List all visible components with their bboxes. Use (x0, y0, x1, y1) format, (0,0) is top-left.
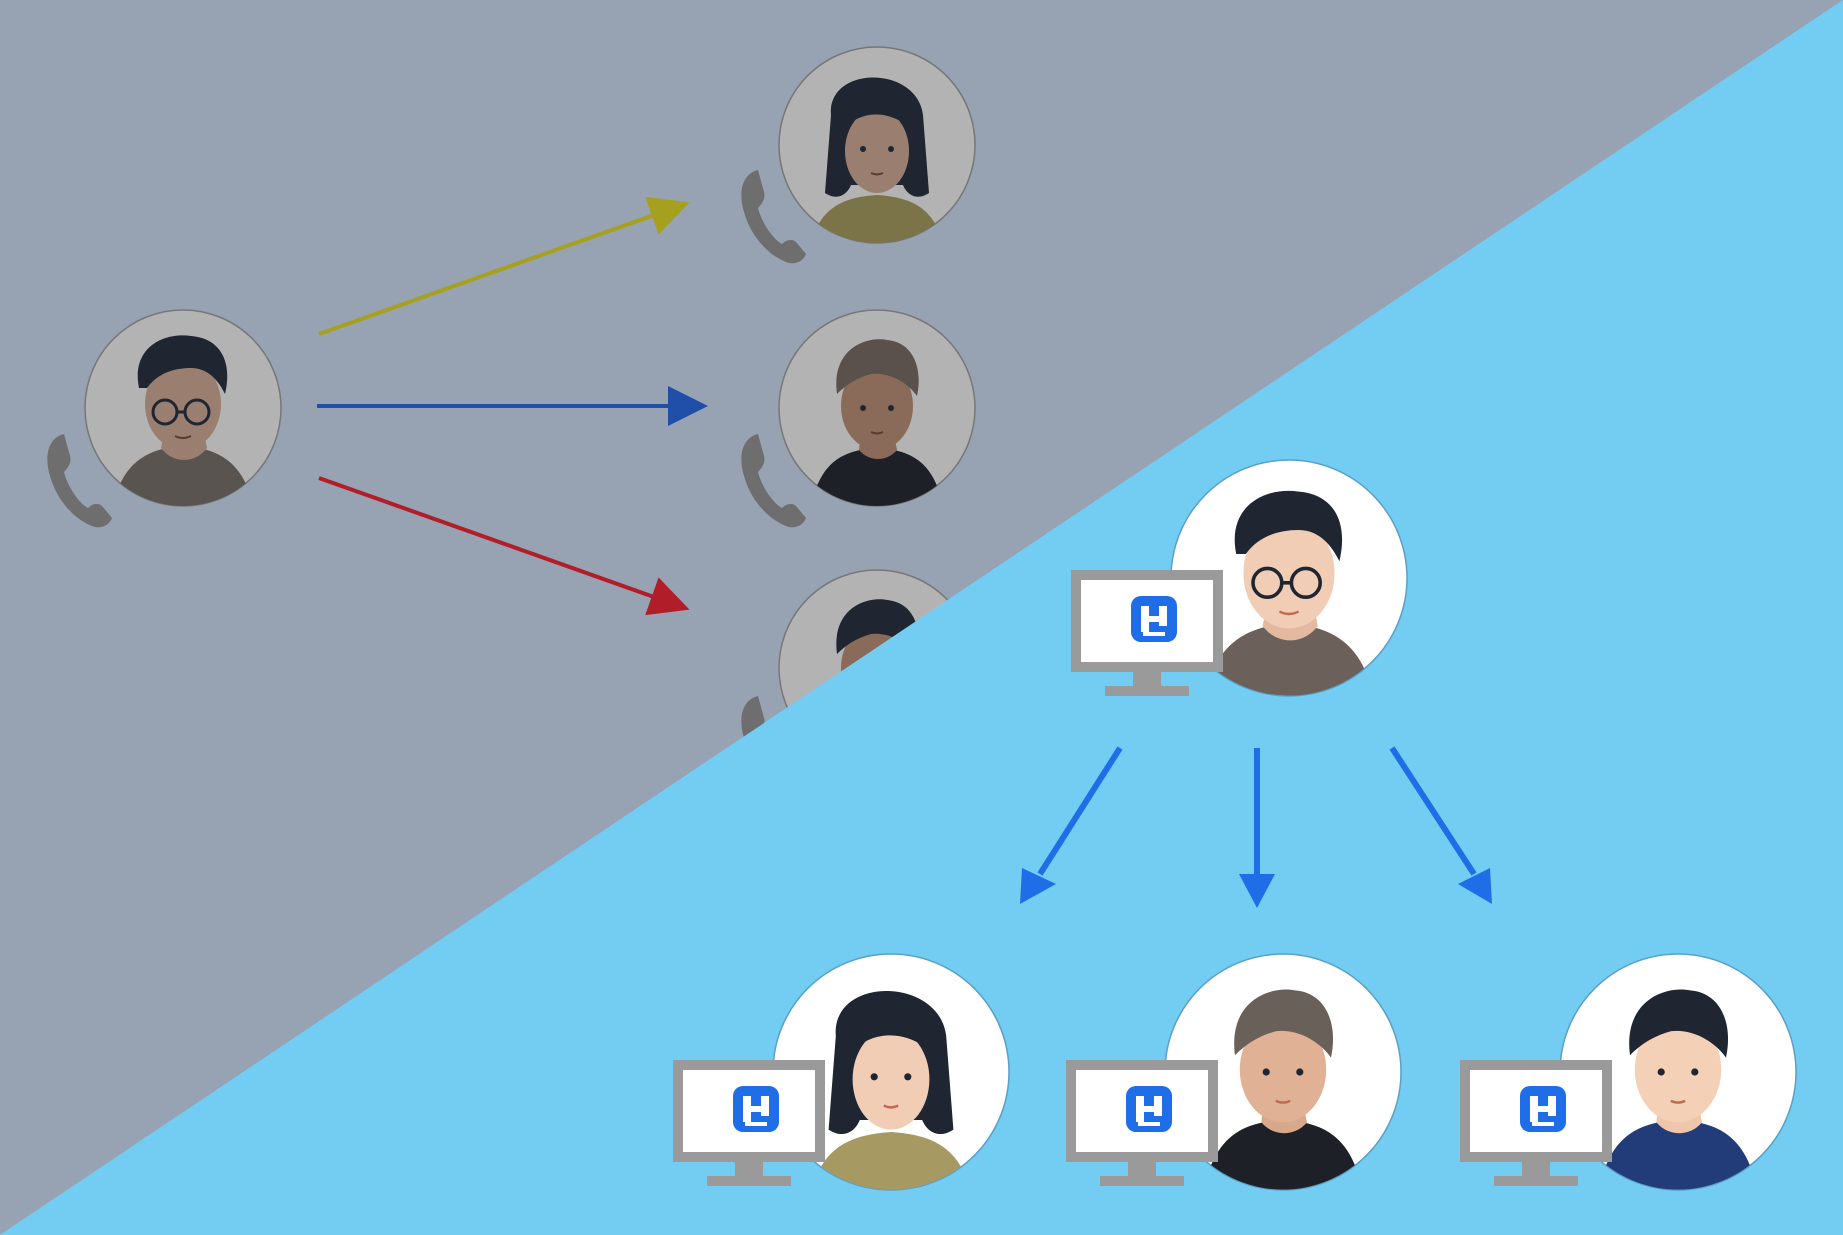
modern-recipient-2 (1164, 953, 1402, 1191)
legacy-caller (84, 309, 282, 507)
legacy-recipient-1 (778, 46, 976, 244)
modern-sender (1170, 459, 1408, 697)
arrow-yellow (318, 196, 690, 336)
legacy-recipient-2 (778, 309, 976, 507)
modern-arrow-center (1239, 748, 1275, 908)
modern-recipient-3 (1559, 953, 1797, 1191)
modern-arrow-right (1389, 746, 1492, 904)
modern-recipient-1 (772, 953, 1010, 1191)
arrow-red (318, 476, 690, 616)
modern-arrow-left (1020, 746, 1123, 904)
